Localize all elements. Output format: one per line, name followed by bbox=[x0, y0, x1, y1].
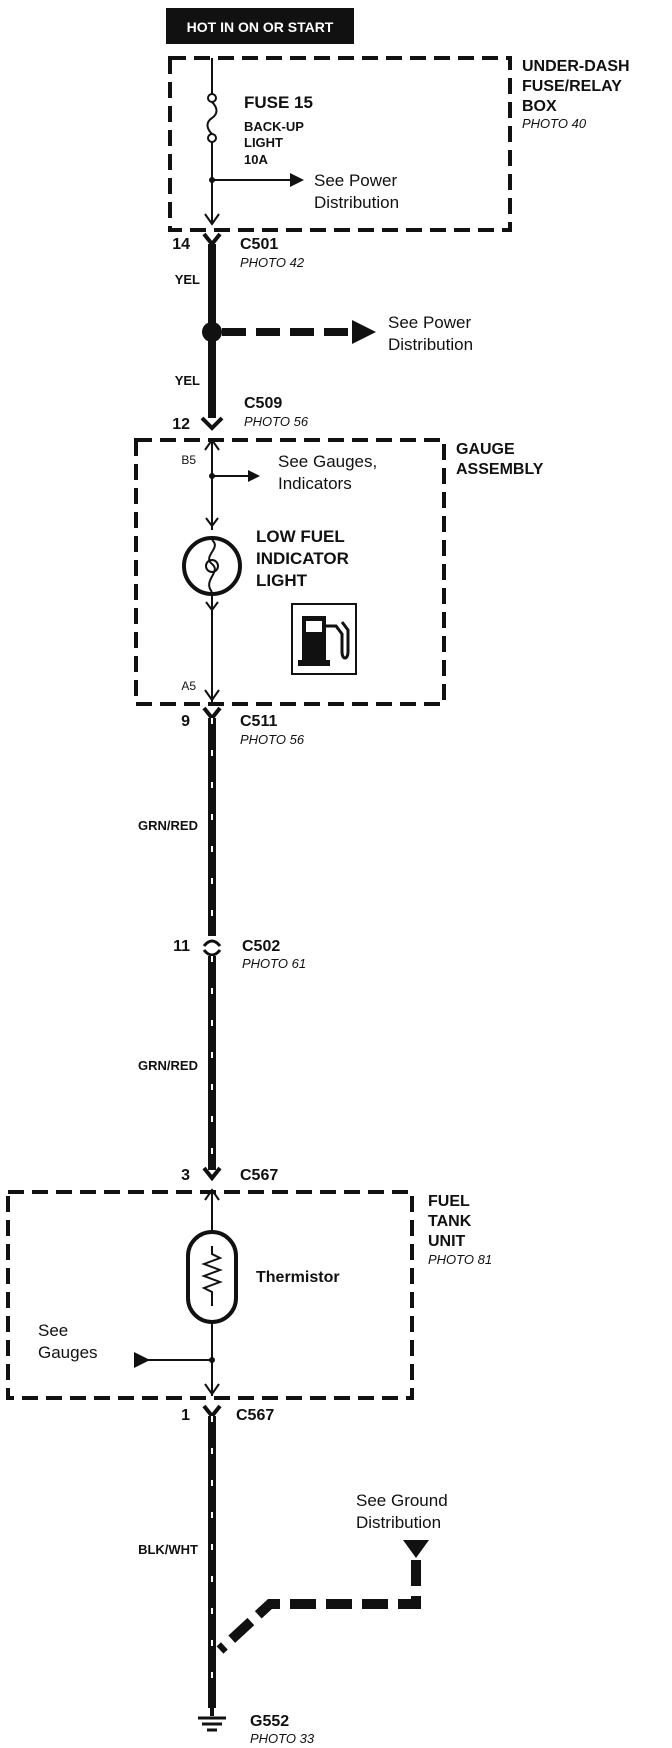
gauges-ref-1: See bbox=[38, 1321, 68, 1340]
gauge-pin-top: B5 bbox=[181, 453, 196, 467]
thermistor-label: Thermistor bbox=[256, 1269, 340, 1286]
c501-pin: 14 bbox=[172, 236, 190, 253]
gauge-assembly-box: GAUGE ASSEMBLY B5 A5 See Gauges, Indicat… bbox=[134, 438, 544, 706]
fuse-name: FUSE 15 bbox=[244, 93, 313, 112]
underdash-title-2: FUSE/RELAY bbox=[522, 78, 622, 95]
connector-c502: 11 C502 PHOTO 61 bbox=[173, 938, 306, 971]
c567-top-name: C567 bbox=[240, 1167, 278, 1184]
fuse-desc-1: BACK-UP bbox=[244, 119, 304, 134]
fuel-tank-title-3: UNIT bbox=[428, 1233, 466, 1250]
fuse-rating: 10A bbox=[244, 152, 268, 167]
c509-name: C509 bbox=[244, 395, 282, 412]
wire-blk-wht-label: BLK/WHT bbox=[138, 1542, 198, 1557]
fuel-tank-title-2: TANK bbox=[428, 1213, 472, 1230]
low-fuel-bulb-symbol bbox=[182, 517, 242, 702]
fuel-tank-title-1: FUEL bbox=[428, 1193, 470, 1210]
c567-bottom-pin: 1 bbox=[181, 1407, 190, 1424]
underdash-title-3: BOX bbox=[522, 98, 557, 115]
light-label-2: INDICATOR bbox=[256, 549, 349, 568]
gauge-title-1: GAUGE bbox=[456, 441, 515, 458]
hot-label: HOT IN ON OR START bbox=[187, 19, 334, 35]
fuel-tank-photo: PHOTO 81 bbox=[428, 1252, 492, 1267]
c511-photo: PHOTO 56 bbox=[240, 732, 305, 747]
light-label-3: LIGHT bbox=[256, 571, 308, 590]
c511-pin: 9 bbox=[181, 713, 190, 730]
gauge-ref-1: See Gauges, bbox=[278, 452, 377, 471]
fuse-15-symbol bbox=[204, 58, 304, 226]
wire-yel-1-label: YEL bbox=[175, 272, 200, 287]
c502-pin: 11 bbox=[173, 938, 190, 955]
c502-photo: PHOTO 61 bbox=[242, 956, 306, 971]
hot-in-on-or-start-banner: HOT IN ON OR START bbox=[166, 8, 354, 44]
c509-pin: 12 bbox=[172, 416, 190, 433]
c511-name: C511 bbox=[240, 713, 277, 730]
connector-c567-top: 3 C567 bbox=[181, 1166, 278, 1184]
c509-photo: PHOTO 56 bbox=[244, 414, 309, 429]
ground-ref-1: See Ground bbox=[356, 1491, 448, 1510]
gauge-box-outline bbox=[134, 438, 446, 706]
gauges-ref-2: Gauges bbox=[38, 1343, 98, 1362]
thermistor-symbol bbox=[186, 1230, 238, 1324]
fuel-pump-icon bbox=[291, 603, 357, 675]
g552-name: G552 bbox=[250, 1713, 289, 1730]
wire-grn-red-2-label: GRN/RED bbox=[138, 1058, 198, 1073]
wire-yel-2-label: YEL bbox=[175, 373, 200, 388]
light-label-1: LOW FUEL bbox=[256, 527, 345, 546]
c567-bottom-name: C567 bbox=[236, 1407, 274, 1424]
g552-photo: PHOTO 33 bbox=[250, 1731, 315, 1746]
underdash-title-1: UNDER-DASH bbox=[522, 58, 630, 75]
power-ref-1: See Power bbox=[314, 171, 397, 190]
ground-g552-symbol bbox=[198, 1700, 226, 1732]
c501-name: C501 bbox=[240, 236, 278, 253]
connector-c511: 9 C511 PHOTO 56 bbox=[181, 706, 305, 747]
ground-distribution-branch bbox=[216, 1540, 429, 1654]
underdash-box-outline bbox=[168, 56, 512, 232]
splice-ref-2: Distribution bbox=[388, 335, 473, 354]
c502-name: C502 bbox=[242, 938, 280, 955]
c567-top-pin: 3 bbox=[181, 1167, 190, 1184]
wire-grn-red-1-label: GRN/RED bbox=[138, 818, 198, 833]
c501-photo: PHOTO 42 bbox=[240, 255, 305, 270]
underdash-photo: PHOTO 40 bbox=[522, 116, 587, 131]
fuse-desc-2: LIGHT bbox=[244, 135, 283, 150]
power-ref-2: Distribution bbox=[314, 193, 399, 212]
fuel-tank-unit-box: FUEL TANK UNIT PHOTO 81 Thermistor See G… bbox=[6, 1188, 492, 1400]
ground-ref-2: Distribution bbox=[356, 1513, 441, 1532]
gauge-title-2: ASSEMBLY bbox=[456, 461, 544, 478]
splice-ref-1: See Power bbox=[388, 313, 471, 332]
underdash-fuse-relay-box: UNDER-DASH FUSE/RELAY BOX PHOTO 40 FUSE … bbox=[168, 56, 630, 232]
connector-c501: 14 C501 PHOTO 42 bbox=[172, 232, 305, 270]
splice-to-power-distribution bbox=[202, 320, 376, 344]
connector-c509: 12 C509 PHOTO 56 bbox=[172, 395, 309, 433]
connector-c567-bottom: 1 C567 bbox=[181, 1404, 274, 1424]
gauge-ref-2: Indicators bbox=[278, 474, 352, 493]
gauge-pin-bottom: A5 bbox=[181, 679, 196, 693]
